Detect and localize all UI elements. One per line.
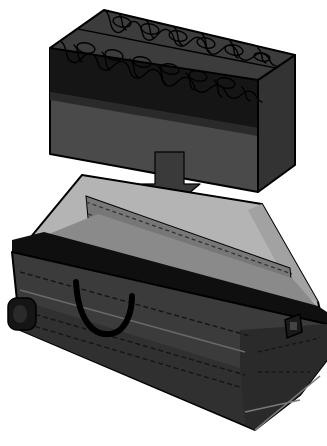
case-wheel <box>8 298 36 330</box>
open-case <box>8 175 327 430</box>
